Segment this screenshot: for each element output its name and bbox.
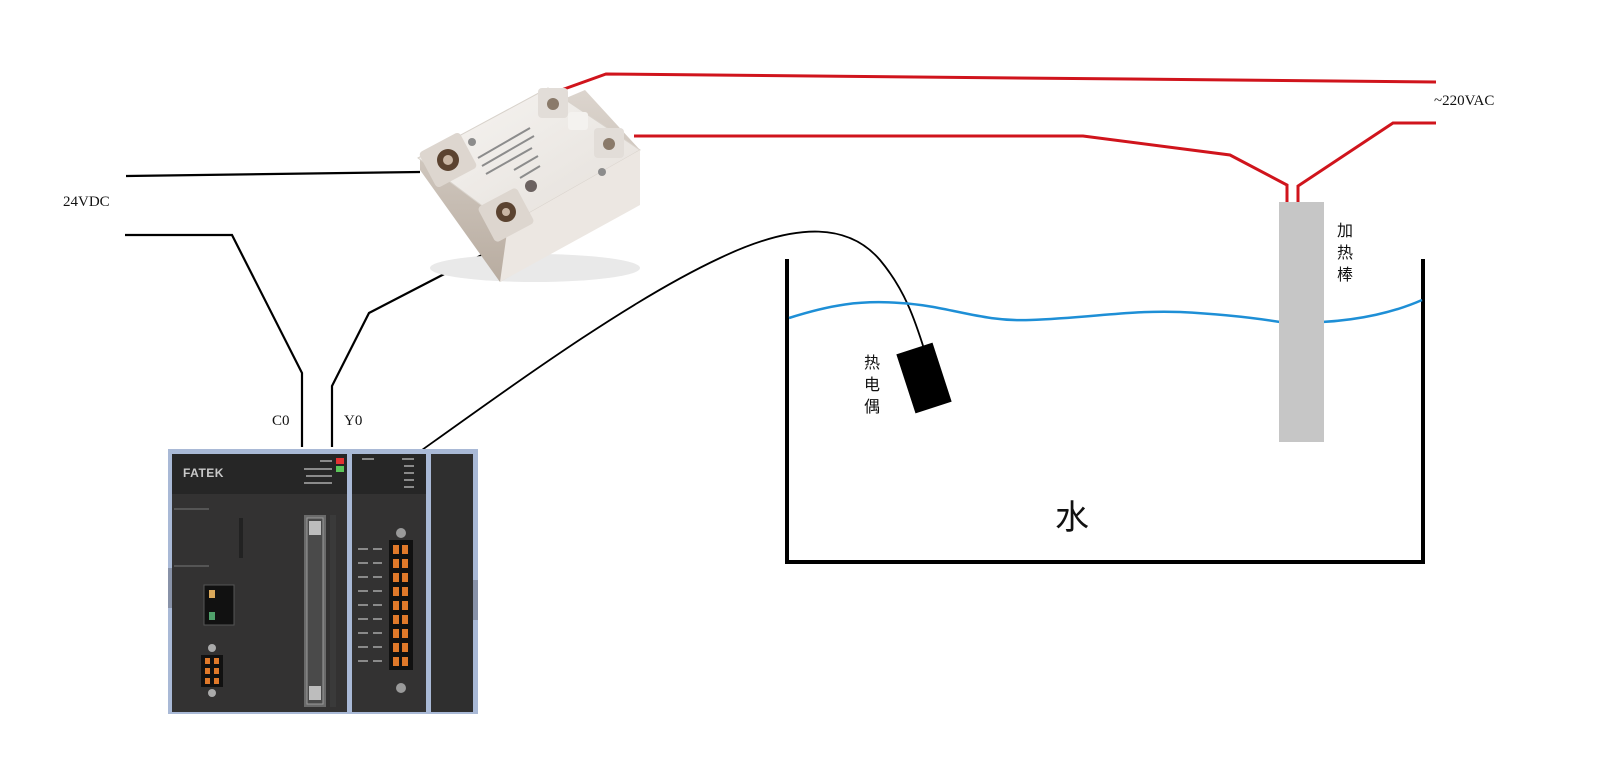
plc-brand-logo: FATEK xyxy=(183,466,224,480)
output-terminal-screw xyxy=(393,545,399,554)
dc-wire-common xyxy=(125,233,304,447)
solid-state-relay xyxy=(417,87,641,282)
water-tank xyxy=(785,259,1425,564)
output-terminal-screw xyxy=(393,573,399,582)
plc-common-terminal-label: C0 xyxy=(272,413,290,429)
water-surface xyxy=(788,298,1423,324)
terminal-label-mark xyxy=(358,632,368,634)
terminal-label-mark xyxy=(373,604,382,606)
ac-wires xyxy=(552,72,1437,202)
terminal-label-mark xyxy=(373,632,382,634)
plc-led-red xyxy=(336,458,344,464)
dc-wires xyxy=(125,170,489,447)
terminal-label-mark xyxy=(358,562,368,564)
plc-output-terminal-label: Y0 xyxy=(344,413,363,429)
output-terminal-screw xyxy=(402,559,408,568)
output-terminal-screw xyxy=(402,615,408,624)
output-terminal-screw xyxy=(402,657,408,666)
relay-label-print xyxy=(477,127,541,179)
terminal-label-mark xyxy=(373,646,382,648)
terminal-label-mark xyxy=(358,576,368,578)
plc-io-connector xyxy=(304,515,335,707)
dc-supply-label: 24VDC xyxy=(63,194,110,210)
output-terminal-screw xyxy=(402,587,408,596)
terminal-label-mark xyxy=(373,660,382,662)
terminal-label-mark xyxy=(358,660,368,662)
ac-wire-relay-to-heater xyxy=(634,134,1289,202)
plc-comm-terminal xyxy=(201,644,223,697)
plc xyxy=(168,449,478,714)
plc-ethernet-port xyxy=(203,584,235,626)
output-terminal-screw xyxy=(402,643,408,652)
plc-led-green xyxy=(336,466,344,472)
output-terminal-screw xyxy=(393,615,399,624)
heater-rod-label: 加热棒 xyxy=(1336,221,1353,284)
terminal-label-mark xyxy=(373,576,382,578)
output-terminal-screw xyxy=(402,629,408,638)
relay-status-led xyxy=(525,180,537,192)
terminal-label-mark xyxy=(373,590,382,592)
terminal-label-mark xyxy=(358,548,368,550)
dc-wire-positive xyxy=(125,170,421,178)
terminal-label-mark xyxy=(373,562,382,564)
terminal-label-mark xyxy=(358,646,368,648)
terminal-label-mark xyxy=(358,618,368,620)
ac-supply-label: ~220VAC xyxy=(1434,93,1495,109)
ac-wire-heater-to-supply xyxy=(1296,121,1436,202)
relay-terminal-dc-minus xyxy=(478,188,534,242)
output-terminal-screw xyxy=(393,643,399,652)
output-terminal-screw xyxy=(393,587,399,596)
output-terminal-screw xyxy=(402,545,408,554)
output-terminal-screw xyxy=(393,559,399,568)
water-label: 水 xyxy=(1055,498,1089,538)
relay-terminal-ac-1 xyxy=(538,88,568,118)
output-terminal-screw xyxy=(402,573,408,582)
terminal-label-mark xyxy=(358,590,368,592)
output-terminal-screw xyxy=(402,601,408,610)
thermocouple-cable xyxy=(414,230,926,456)
plc-output-terminal-block xyxy=(358,528,413,693)
ac-wire-top xyxy=(552,72,1437,95)
thermocouple-label: 热电偶 xyxy=(863,353,880,416)
output-terminal-screw xyxy=(393,629,399,638)
tank-wall xyxy=(785,259,1425,564)
thermocouple-probe xyxy=(896,342,952,414)
terminal-label-mark xyxy=(373,548,382,550)
relay-terminal-dc-plus xyxy=(419,132,477,188)
terminal-label-mark xyxy=(358,604,368,606)
relay-terminal-ac-2 xyxy=(594,128,624,158)
output-terminal-screw xyxy=(393,601,399,610)
output-terminal-screw xyxy=(393,657,399,666)
terminal-label-mark xyxy=(373,618,382,620)
plc-end-cap xyxy=(431,454,473,712)
heater-rod xyxy=(1279,202,1324,442)
